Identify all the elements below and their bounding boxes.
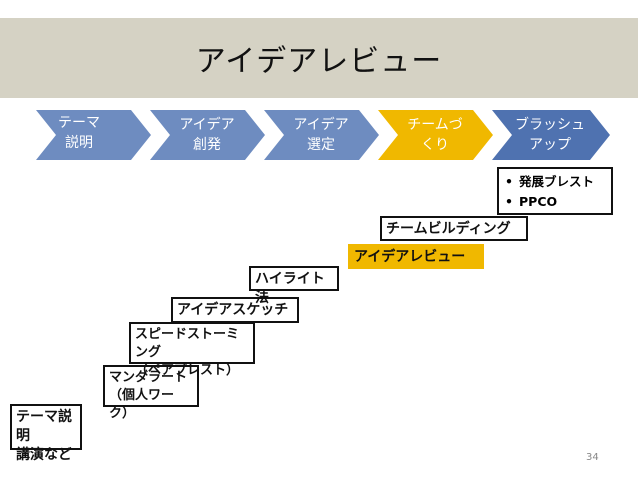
step-theme-explanation: テーマ説明 講演など bbox=[10, 404, 82, 463]
phase-chevron-4 bbox=[378, 110, 493, 160]
step-mandalart: マンダラート （個人ワーク） bbox=[103, 365, 199, 421]
phase-chevron-2 bbox=[150, 110, 265, 160]
brushup-bullet-list: •発展ブレスト •PPCO bbox=[497, 167, 613, 215]
bullet-item: •PPCO bbox=[505, 194, 558, 209]
step-speedstorming: スピードストーミング （ペアブレスト） bbox=[129, 322, 255, 378]
phase-chevron-1 bbox=[36, 110, 151, 160]
phase-label-3: アイデア 選定 bbox=[293, 117, 349, 153]
step-highlight-method: ハイライト法 bbox=[249, 266, 339, 306]
step-idea-sketch: アイデアスケッチ bbox=[171, 297, 299, 323]
step-team-building: チームビルディング bbox=[380, 216, 528, 241]
phase-chevron-5 bbox=[492, 110, 610, 160]
phase-label-4: チームづ くり bbox=[407, 117, 463, 153]
phase-label-2: アイデア 創発 bbox=[179, 117, 235, 153]
phase-chevron-3 bbox=[264, 110, 379, 160]
phase-label-1: テーマ 説明 bbox=[58, 115, 100, 151]
bullet-item: •発展ブレスト bbox=[505, 174, 595, 189]
step-idea-review: アイデアレビュー bbox=[348, 244, 484, 269]
phase-label-5: ブラッシュ アップ bbox=[515, 117, 585, 153]
page-number: 34 bbox=[586, 452, 599, 463]
title-bar: アイデアレビュー bbox=[0, 18, 638, 98]
slide-title: アイデアレビュー bbox=[195, 44, 443, 79]
